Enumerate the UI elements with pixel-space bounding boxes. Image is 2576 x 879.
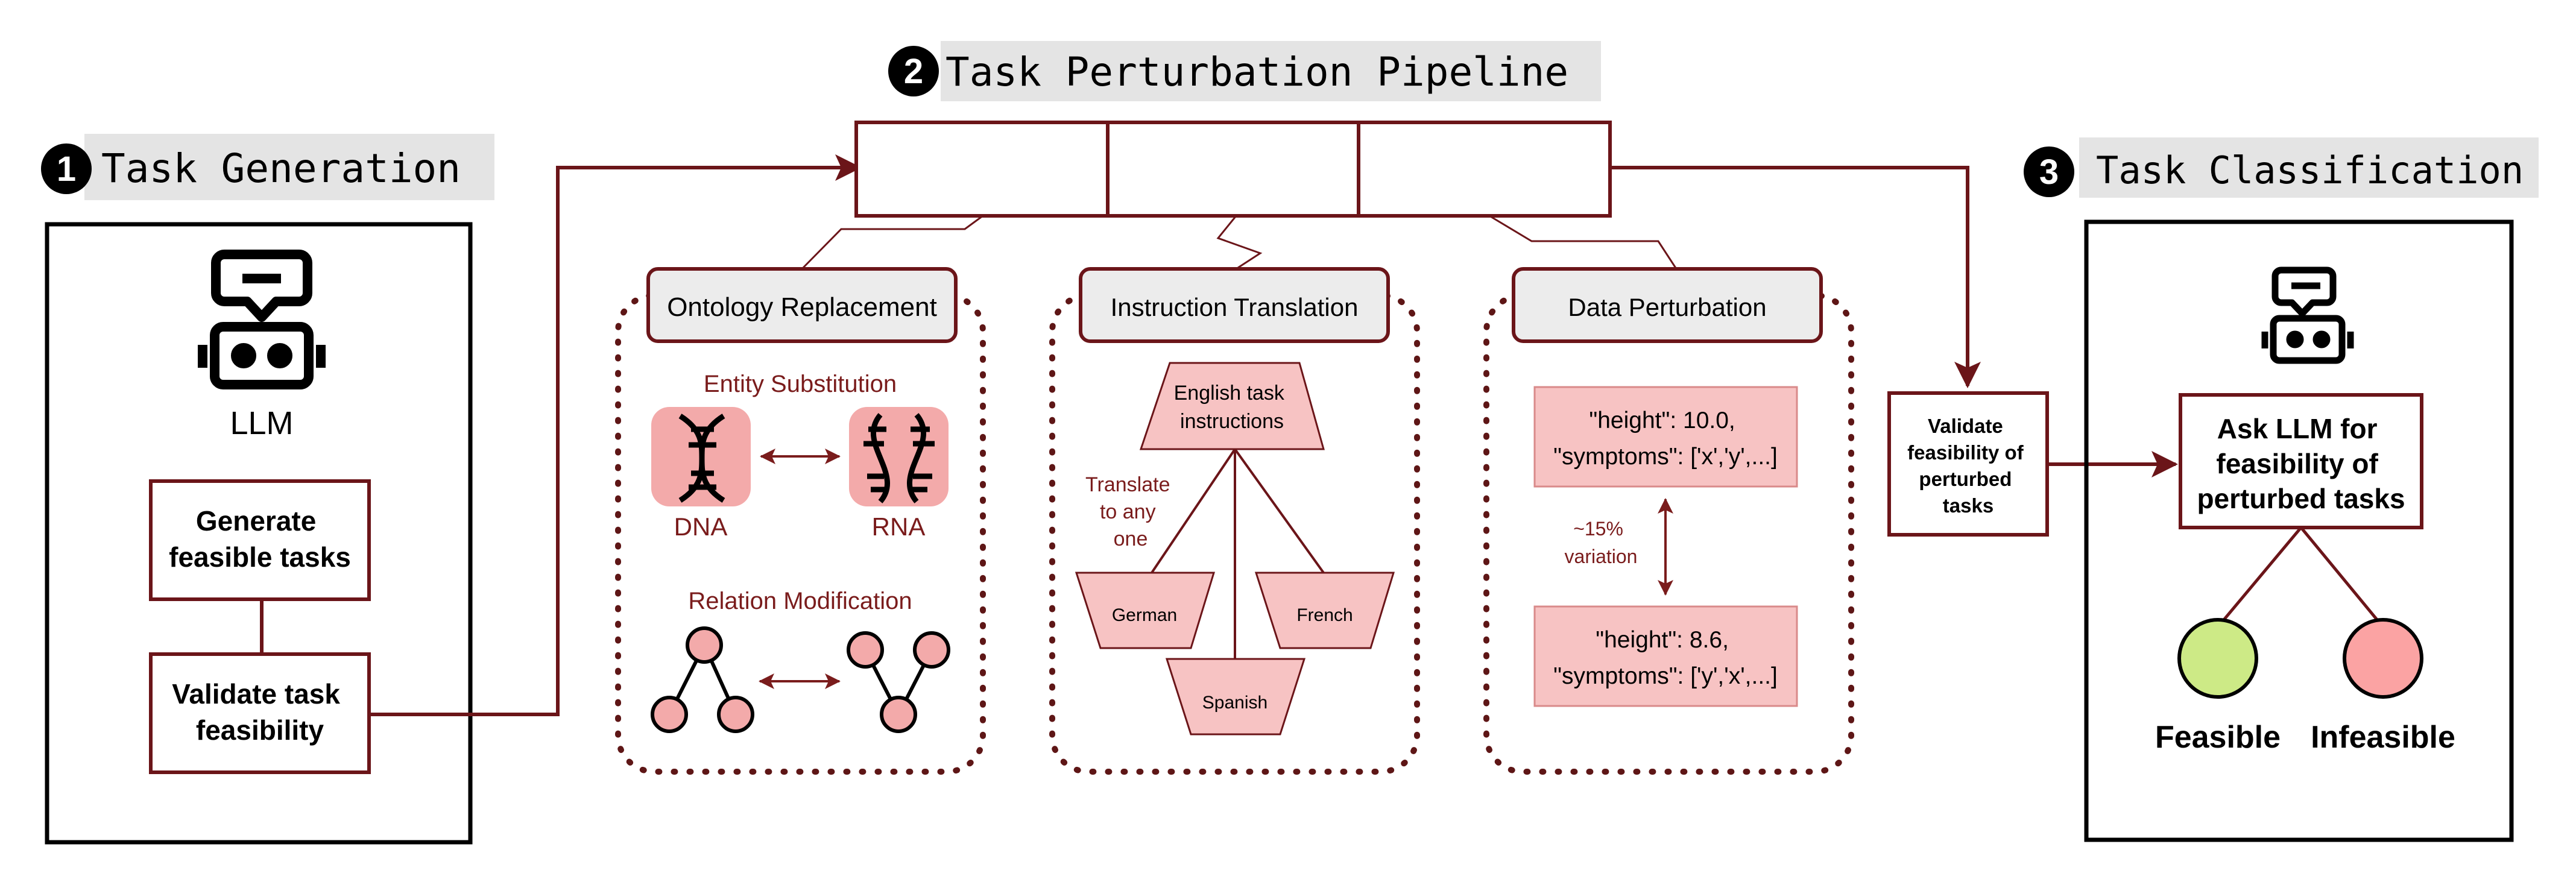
branch-feasible [2217, 526, 2302, 628]
generate-feasible-tasks-box [149, 479, 371, 601]
entity-substitution-label: Entity Substitution [704, 371, 897, 397]
german-shape [1075, 572, 1216, 649]
section-title: Task Perturbation Pipeline [945, 49, 1568, 95]
translation-dotted-border [1049, 292, 1420, 775]
feasible-node [2177, 618, 2258, 699]
french-shape [1254, 572, 1395, 649]
infeasible-node [2343, 618, 2423, 699]
translate-note: Translate to any one [1085, 473, 1176, 550]
dna-label: DNA [674, 512, 728, 541]
connector-data [1489, 215, 1678, 269]
spanish-label: Spanish [1202, 693, 1267, 713]
rna-helix-icon [863, 413, 935, 503]
section-task-generation: 1 Task Generation LLM Generate feasible … [41, 134, 494, 845]
section-number: 3 [2039, 153, 2059, 192]
variation-label: ~15% variation [1565, 518, 1638, 567]
section-number: 2 [904, 52, 923, 91]
generation-panel [45, 222, 473, 845]
french-label: French [1296, 605, 1353, 625]
llm-label: LLM [230, 405, 293, 441]
rna-label: RNA [872, 512, 926, 541]
translation-title: Instruction Translation [1111, 293, 1359, 321]
section-number: 1 [57, 150, 76, 189]
pipeline-bar-outline [854, 121, 1612, 218]
section-task-perturbation: 2 Task Perturbation Pipeline Ontology Re… [615, 41, 1854, 775]
section-title-bg [2079, 137, 2539, 198]
english-instructions-text: English task instructions [1174, 382, 1290, 433]
data-after-text: "height": 8.6, "symptoms": ['y','x',...] [1553, 627, 1778, 689]
translation-header [1079, 267, 1390, 343]
ask-llm-text: Ask LLM for feasibility of perturbed tas… [2197, 413, 2405, 514]
data-dotted-border [1483, 292, 1854, 775]
generate-feasible-tasks-text: Generate feasible tasks [169, 505, 351, 573]
feasible-label: Feasible [2155, 720, 2281, 755]
relation-modification-label: Relation Modification [688, 588, 912, 614]
validate-task-feasibility-text: Validate task feasibility [172, 678, 348, 746]
llm-robot-icon [198, 250, 326, 389]
ontology-dotted-border [615, 292, 986, 775]
arrow-pipeline-to-validate [1610, 166, 1981, 388]
ontology-title: Ontology Replacement [667, 292, 937, 322]
section-number-badge [41, 143, 92, 194]
classification-panel [2084, 219, 2514, 842]
spanish-shape [1165, 658, 1306, 736]
section-title: Task Generation [101, 145, 461, 192]
section-number-badge [888, 46, 939, 96]
english-instructions-shape [1139, 362, 1325, 450]
section-number-badge [2024, 146, 2074, 197]
validate-perturbed-box-group: Validate feasibility of perturbed tasks [1887, 391, 2049, 537]
section-title-bg [941, 41, 1601, 101]
branch-infeasible [2300, 526, 2384, 628]
data-header [1512, 267, 1823, 343]
pipeline-bar [854, 121, 1612, 218]
arrow-generation-to-pipeline [369, 154, 862, 716]
infeasible-label: Infeasible [2311, 720, 2455, 755]
ontology-replacement-panel: Ontology Replacement Entity Substitution… [615, 267, 986, 775]
german-label: German [1112, 605, 1177, 625]
connector-ontology [801, 215, 983, 270]
dna-helix-icon [678, 414, 725, 503]
validate-perturbed-text: Validate feasibility of perturbed tasks [1907, 415, 2029, 517]
data-before-text: "height": 10.0, "symptoms": ['x','y',...… [1553, 408, 1778, 470]
ontology-header [646, 267, 958, 343]
relation-tree-before-icon [651, 626, 754, 733]
rna-tile [849, 407, 949, 506]
data-perturbation-panel: Data Perturbation "height": 10.0, "sympt… [1483, 267, 1854, 775]
ask-llm-box [2179, 393, 2423, 529]
validate-perturbed-box [1887, 391, 2049, 537]
translation-tree-lines [1151, 448, 1325, 659]
data-before-box [1533, 386, 1798, 488]
llm-robot-icon [2261, 266, 2354, 364]
instruction-translation-panel: Instruction Translation English task ins… [1049, 267, 1420, 775]
data-after-box [1533, 605, 1798, 707]
data-title: Data Perturbation [1568, 293, 1766, 321]
section-task-classification: 3 Task Classification Ask LLM for feasib… [2024, 137, 2539, 842]
validate-task-feasibility-box [149, 652, 371, 774]
section-title: Task Classification [2096, 148, 2524, 192]
relation-tree-after-icon [847, 631, 950, 733]
connector-translation [1216, 215, 1263, 270]
section-title-bg [84, 134, 494, 200]
